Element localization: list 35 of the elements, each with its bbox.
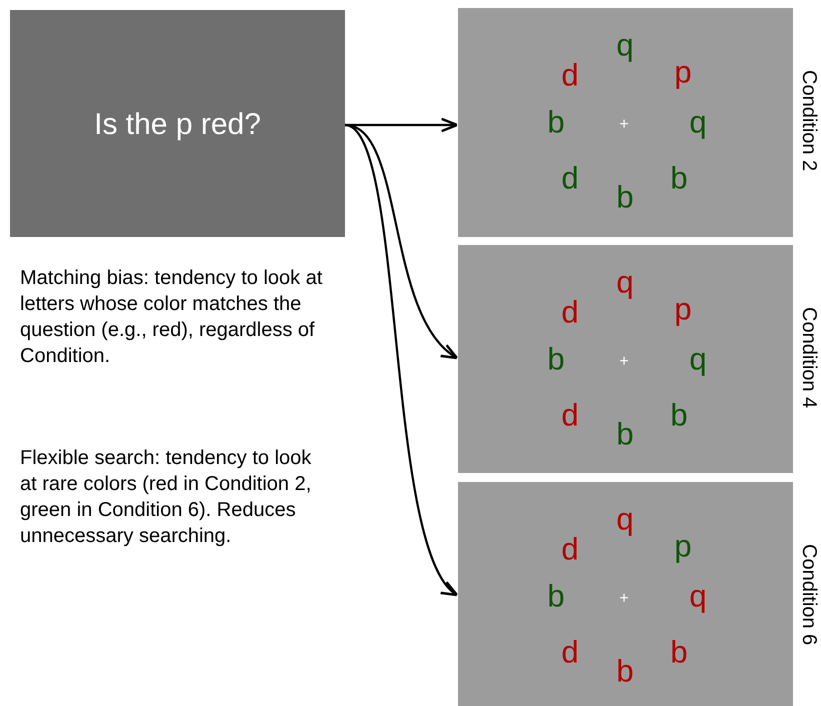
letter: p	[674, 294, 692, 324]
fixation-cross: +	[619, 117, 629, 133]
letter: d	[561, 636, 579, 668]
letter: d	[561, 400, 579, 430]
letter: d	[561, 162, 579, 194]
letter: b	[616, 418, 634, 450]
letter: d	[561, 60, 579, 90]
note-paragraph: Matching bias: tendency to look at letters whose color matches the question (e.g., red), regardless of Condition.	[20, 266, 324, 369]
letter: q	[689, 580, 707, 612]
fixation-cross: +	[619, 591, 629, 607]
letter: d	[561, 534, 579, 564]
letter: d	[561, 296, 579, 328]
letter: b	[547, 106, 565, 138]
letter: b	[670, 636, 688, 668]
letter: q	[616, 266, 634, 298]
letter: q	[689, 344, 707, 374]
arrow	[344, 124, 458, 596]
condition-label: Condition 2	[797, 70, 820, 172]
condition-label: Condition 4	[797, 307, 820, 408]
letter: p	[674, 530, 692, 562]
fixation-cross: +	[619, 354, 629, 370]
letter: b	[670, 162, 688, 194]
note-paragraph: Flexible search: tendency to look at rare colors (red in Condition 2, green in Condition 6). Reduces unnecessary searching.	[20, 446, 312, 549]
condition-label: Condition 6	[797, 544, 820, 646]
letter: b	[616, 182, 634, 212]
letter: q	[616, 504, 634, 534]
letter: p	[674, 56, 692, 88]
letter: b	[670, 400, 688, 430]
letter: b	[547, 580, 565, 612]
letter: b	[616, 656, 634, 686]
letter: b	[547, 344, 565, 374]
letter: q	[616, 30, 634, 60]
question-box	[10, 10, 345, 237]
question-text: Is the p red?	[93, 108, 262, 142]
letter: q	[689, 106, 707, 138]
